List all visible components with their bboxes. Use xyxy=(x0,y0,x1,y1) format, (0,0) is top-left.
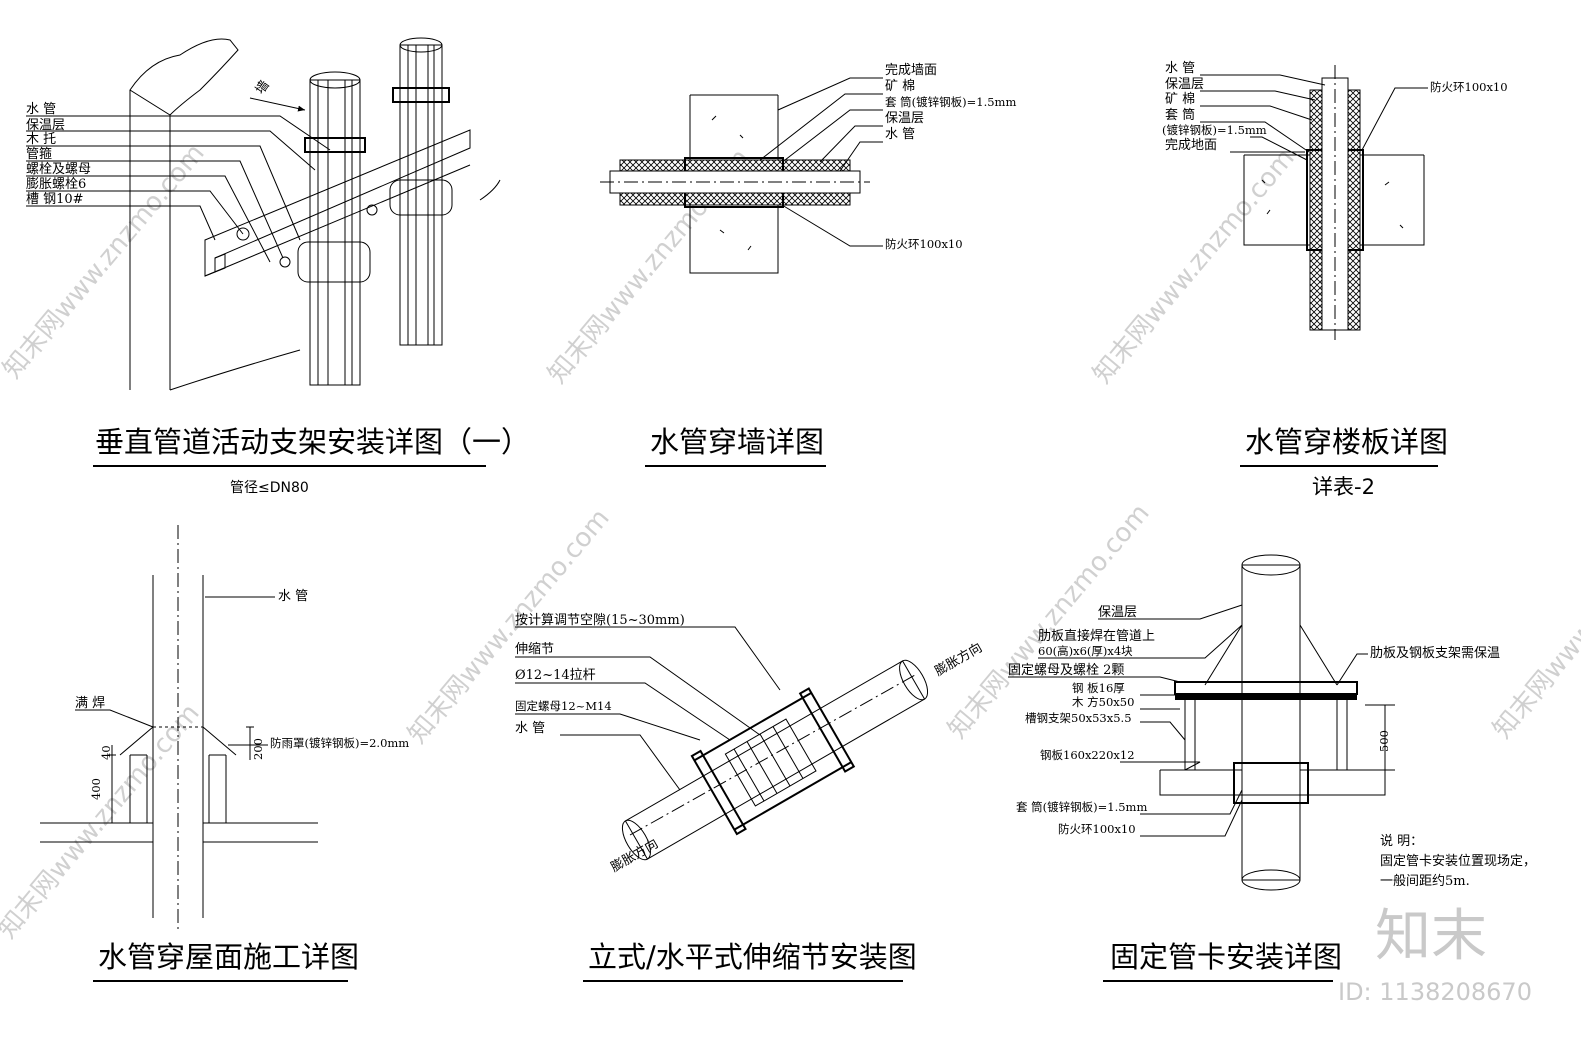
detail-expansion-joint: 按计算调节空隙(15~30mm) 伸缩节 Ø12~14拉杆 固定螺母12~M14… xyxy=(515,613,985,982)
detail3-subtitle: 详表-2 xyxy=(1312,475,1375,499)
label-water-pipe: 水 管 xyxy=(278,589,308,604)
label-channel-steel: 槽 钢10# xyxy=(26,192,84,207)
dim-400: 400 xyxy=(89,778,103,800)
label-finished-floor: 完成地面 xyxy=(1165,138,1217,153)
label-tie-rod: Ø12~14拉杆 xyxy=(515,668,596,683)
note-title: 说 明： xyxy=(1380,834,1423,849)
label-steel-plate: 钢 板16厚 xyxy=(1072,681,1125,695)
detail-vertical-support: 墙 水 管 保温层 木 托 管箍 螺栓及螺母 膨胀螺栓6 槽 钢10# 垂直管道… xyxy=(26,37,530,496)
label-wood: 木 方50x50 xyxy=(1072,695,1134,709)
label-mineral-wool: 矿 棉 xyxy=(1165,92,1195,107)
note-line-1: 固定管卡安装位置现场定， xyxy=(1380,854,1536,869)
watermark-id: ID: 1138208670 xyxy=(1338,978,1532,1006)
detail4-title: 水管穿屋面施工详图 xyxy=(98,940,359,974)
watermark-logo: 知末 xyxy=(1375,904,1487,969)
detail1-title: 垂直管道活动支架安装详图（一） xyxy=(95,425,530,459)
label-wood-block: 木 托 xyxy=(26,132,56,147)
label-water-pipe: 水 管 xyxy=(515,721,545,736)
label-water-pipe: 水 管 xyxy=(26,102,56,117)
label-water-pipe: 水 管 xyxy=(1165,61,1195,76)
detail2-title: 水管穿墙详图 xyxy=(650,425,824,459)
detail3-title: 水管穿楼板详图 xyxy=(1245,425,1448,459)
label-fixing-nut: 固定螺母及螺栓 2颗 xyxy=(1008,663,1124,678)
label-fixing-nut: 固定螺母12~M14 xyxy=(515,699,612,713)
label-fire-ring: 防火环100x10 xyxy=(885,237,963,251)
detail1-subtitle: 管径≤DN80 xyxy=(230,480,309,496)
detail-pipe-through-floor: 水 管 保温层 矿 棉 套 筒 (镀锌钢板)=1.5mm 完成地面 防火环100… xyxy=(1162,61,1508,499)
label-sleeve: 套 筒(镀锌钢板)=1.5mm xyxy=(1016,800,1147,814)
watermark-text: 知末网www.znzmo.com xyxy=(1087,143,1300,389)
label-fire-ring: 防火环100x10 xyxy=(1058,822,1136,836)
label-full-weld: 满 焊 xyxy=(75,695,105,711)
detail6-title: 固定管卡安装详图 xyxy=(1110,940,1342,974)
direction-label-upper: 膨胀方向 xyxy=(932,640,985,680)
dim-40: 40 xyxy=(99,745,113,760)
label-sleeve-spec: (镀锌钢板)=1.5mm xyxy=(1162,123,1267,137)
watermark-text: 知末网www.znzmo.com xyxy=(1487,498,1581,744)
label-fire-ring: 防火环100x10 xyxy=(1430,80,1508,94)
label-insulate-right: 肋板及钢板支架需保温 xyxy=(1370,646,1500,661)
label-channel-bracket: 槽钢支架50x53x5.5 xyxy=(1025,711,1132,725)
label-insulation: 保温层 xyxy=(885,111,924,126)
label-bolt-nut: 螺栓及螺母 xyxy=(26,162,91,177)
detail-pipe-through-wall: 完成墙面 矿 棉 套 筒(镀锌钢板)=1.5mm 保温层 水 管 防火环100x… xyxy=(600,63,1016,467)
label-rib-size: 60(高)x6(厚)x4块 xyxy=(1038,644,1133,658)
note-line-2: 一般间距约5m. xyxy=(1380,873,1470,889)
label-sleeve: 套 筒 xyxy=(1165,107,1195,123)
label-mineral-wool: 矿 棉 xyxy=(885,79,915,94)
label-rib-plate: 肋板直接焊在管道上 xyxy=(1038,628,1155,644)
label-insulation: 保温层 xyxy=(1165,77,1204,92)
dim-500: 500 xyxy=(1377,730,1391,752)
dim-200: 200 xyxy=(251,738,265,760)
label-expansion-joint: 伸缩节 xyxy=(515,641,554,657)
label-water-pipe: 水 管 xyxy=(885,127,915,142)
wall-label: 墙 xyxy=(253,78,273,97)
label-adjust-gap: 按计算调节空隙(15~30mm) xyxy=(515,613,685,628)
label-clamp: 管箍 xyxy=(26,146,52,162)
label-finished-wall: 完成墙面 xyxy=(885,63,937,78)
label-expansion-bolt: 膨胀螺栓6 xyxy=(26,177,86,192)
label-rain-cover: 防雨罩(镀锌钢板)=2.0mm xyxy=(270,736,409,750)
detail-pipe-through-roof: 水 管 满 焊 防雨罩(镀锌钢板)=2.0mm 40 400 200 水管穿屋面… xyxy=(40,525,409,982)
label-sleeve: 套 筒(镀锌钢板)=1.5mm xyxy=(885,95,1016,109)
detail5-title: 立式/水平式伸缩节安装图 xyxy=(588,940,917,974)
label-steel-base: 钢板160x220x12 xyxy=(1040,748,1135,762)
watermark-text: 知末网www.znzmo.com xyxy=(0,698,206,944)
label-insulation: 保温层 xyxy=(26,118,65,133)
detail-fixed-clamp: 500 保温层 肋板直接焊在管道上 60(高)x6(厚)x4块 固定螺母及螺栓 … xyxy=(1008,554,1536,982)
label-insulation: 保温层 xyxy=(1098,605,1137,620)
